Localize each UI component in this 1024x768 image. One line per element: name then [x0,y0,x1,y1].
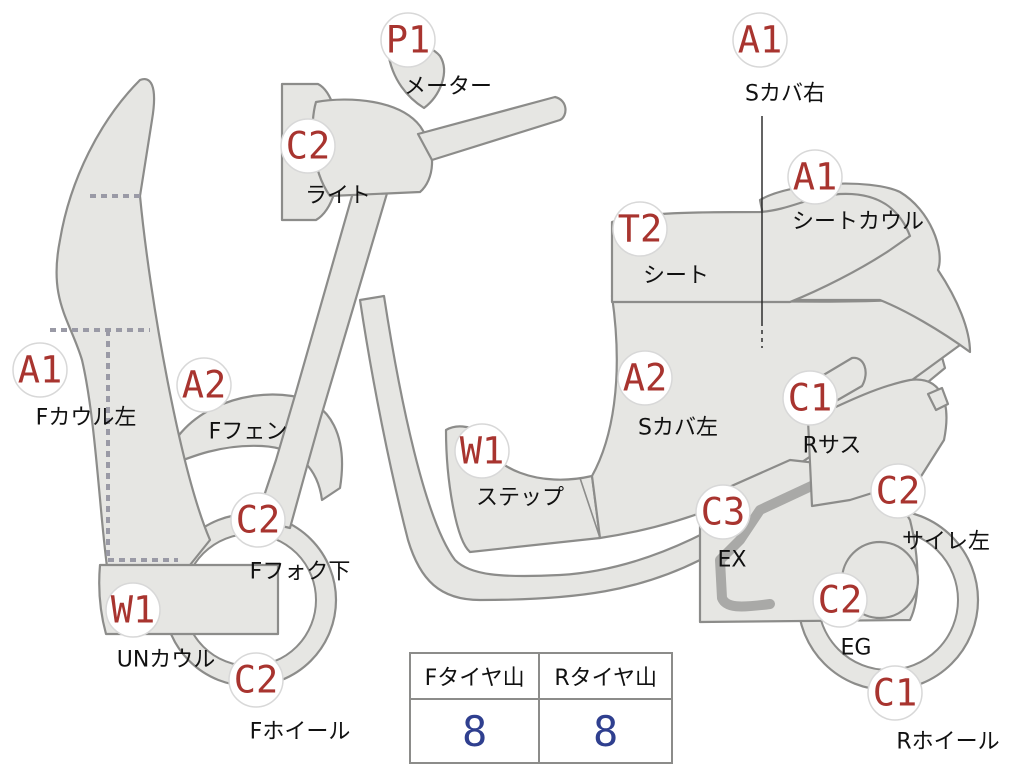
handlebar-shape [416,95,567,162]
grade-code-f-cowl-left: A1 [18,349,63,392]
part-label-s-cover-left: Sカバ左 [638,416,718,441]
grade-code-engine: C2 [818,579,863,622]
seat-shape [610,192,912,304]
grade-badge-exhaust: C3 [695,484,751,540]
part-label-silencer-left: サイレ左 [902,530,990,555]
grade-badge-light: C2 [280,118,336,174]
grade-code-meter: P1 [386,19,431,62]
part-label-engine: EG [841,636,872,661]
grade-badge-step: W1 [454,423,510,479]
part-label-f-cowl-left: Fカウル左 [36,406,137,431]
grade-badge-f-fender: A2 [176,357,232,413]
grade-badge-r-wheel: C1 [867,665,923,721]
front-fork-shape [254,180,390,530]
part-label-seat-cowl: シートカウル [792,210,924,235]
grade-code-f-fork-lower: C2 [236,499,281,542]
part-label-step: ステップ [476,486,564,511]
rear-tire-header: Rタイヤ山 [538,652,673,700]
part-annotation-light: C2 ライト [280,118,371,209]
grade-code-step: W1 [460,430,505,473]
grade-code-under-cowl: W1 [111,589,156,632]
silencer-tip-shape [926,386,950,412]
part-label-f-fork-lower: Fフォク下 [250,560,351,585]
part-label-meter: メーター [404,75,492,100]
grade-badge-under-cowl: W1 [105,582,161,638]
grade-badge-f-fork-lower: C2 [230,492,286,548]
grade-badge-f-cowl-left: A1 [12,342,68,398]
part-label-s-cover-right: Sカバ右 [745,82,825,107]
grade-badge-r-suspension: C1 [782,370,838,426]
grade-badge-s-cover-left: A2 [617,350,673,406]
rear-tire-value: 8 [538,698,673,764]
grade-badge-seat-cowl: A1 [787,149,843,205]
grade-badge-engine: C2 [812,572,868,628]
part-label-seat: シート [643,264,709,289]
part-label-f-wheel: Fホイール [250,720,351,745]
exhaust-pipe-shape [715,477,825,612]
grade-badge-f-wheel: C2 [228,652,284,708]
grade-code-r-wheel: C1 [873,672,918,715]
grade-badge-seat: T2 [612,201,668,257]
grade-code-seat: T2 [618,208,663,251]
part-annotation-meter: P1 メーター [380,12,492,100]
part-annotation-step: W1 ステップ [454,423,564,511]
tire-tread-table: Fタイヤ山 Rタイヤ山 8 8 [408,652,673,764]
part-annotation-silencer-left: C2 サイレ左 [870,463,990,555]
grade-badge-meter: P1 [380,12,436,68]
grade-code-s-cover-left: A2 [623,357,668,400]
part-label-f-fender: Fフェン [209,420,288,445]
grade-code-s-cover-right: A1 [738,19,783,62]
grade-code-r-suspension: C1 [788,377,833,420]
scooter-illustration [50,43,980,692]
front-cowl-shape [55,78,212,582]
grade-code-exhaust: C3 [701,491,746,534]
grade-code-f-fender: A2 [182,364,227,407]
part-annotation-seat-cowl: A1 シートカウル [787,149,924,235]
part-label-r-wheel: Rホイール [896,730,999,755]
grade-code-light: C2 [286,125,331,168]
part-label-light: ライト [305,184,371,209]
grade-badge-s-cover-right: A1 [732,12,788,68]
part-label-r-suspension: Rサス [803,434,862,459]
grade-badge-silencer-left: C2 [870,463,926,519]
side-cover-seam [579,477,601,539]
front-tire-value: 8 [408,698,541,764]
front-tire-header: Fタイヤ山 [408,652,541,700]
part-annotation-seat: T2 シート [612,201,709,289]
part-label-exhaust: EX [718,548,747,573]
part-label-under-cowl: UNカウル [117,648,216,673]
grade-code-seat-cowl: A1 [793,156,838,199]
grade-code-f-wheel: C2 [234,659,279,702]
grade-code-silencer-left: C2 [876,470,921,513]
